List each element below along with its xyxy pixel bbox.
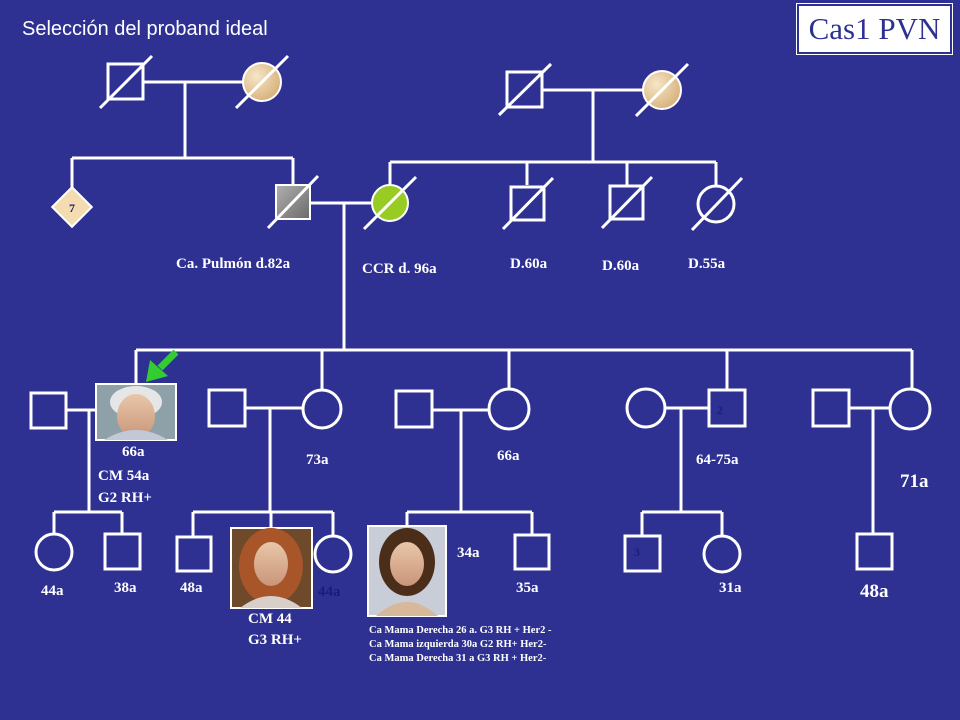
page-title: Selección del proband ideal — [22, 18, 268, 40]
grandchild-8-count: 3 — [634, 545, 640, 559]
grandchild-10 — [855, 532, 894, 571]
grandchild-7 — [513, 533, 551, 571]
label-grandchild-4-grade: G3 RH+ — [248, 632, 302, 648]
diamond-count: 7 — [69, 201, 75, 215]
label-sibling-4-age: 64-75a — [696, 452, 739, 468]
note-line-3: Ca Mama Derecha 31 a G3 RH + Her2- — [369, 653, 547, 664]
sibling-4-spouse — [625, 387, 667, 429]
sibling-2 — [301, 388, 343, 430]
label-grandchild-7-age: 35a — [516, 580, 539, 596]
label-sibling-5-age: 71a — [900, 471, 929, 492]
label-ccr: CCR d. 96a — [362, 261, 437, 277]
connection-lines — [52, 80, 914, 537]
label-proband-grade: G2 RH+ — [98, 490, 152, 506]
grandchild-8-group: 3 — [623, 534, 662, 573]
grandchild-5 — [313, 534, 353, 574]
sibling-3 — [487, 387, 531, 431]
sibling-4-count: 2 — [717, 403, 723, 417]
grandfather-maternal — [497, 62, 553, 117]
note-line-1: Ca Mama Derecha 26 a. G3 RH + Her2 - — [369, 625, 552, 636]
proband-arrow — [146, 349, 179, 382]
label-proband-cm: CM 54a — [98, 468, 150, 484]
grandmother-paternal — [234, 54, 290, 110]
maternal-uncle-1 — [501, 176, 555, 231]
proband-spouse — [29, 391, 68, 430]
label-grandchild-1-age: 44a — [41, 583, 64, 599]
grandchild-9 — [702, 534, 742, 574]
case-label: Cas1 PVN — [797, 4, 952, 54]
label-grandchild-3-age: 48a — [180, 580, 203, 596]
label-ca-pulmon: Ca. Pulmón d.82a — [176, 256, 291, 272]
label-grandchild-2-age: 38a — [114, 580, 137, 596]
sibling-2-spouse — [207, 388, 247, 428]
mother — [362, 175, 418, 231]
elderly-woman-photo — [95, 383, 177, 441]
red-haired-woman-photo — [230, 527, 313, 609]
maternal-aunt — [690, 176, 744, 232]
sibling-5-spouse — [811, 388, 851, 428]
sibling-3-spouse — [394, 389, 434, 429]
label-grandchild-10-age: 48a — [860, 581, 889, 602]
label-sibling-3-age: 66a — [497, 448, 520, 464]
diamond-group-paternal: 7 — [50, 185, 94, 229]
label-d60a-2: D.60a — [602, 258, 640, 274]
label-sibling-2-age: 73a — [306, 452, 329, 468]
grandmother-maternal — [634, 62, 690, 118]
sibling-4-group: 2 — [707, 388, 747, 428]
grandchild-3 — [175, 535, 213, 573]
label-grandchild-9-age: 31a — [719, 580, 742, 596]
sibling-5 — [888, 387, 932, 431]
father — [266, 174, 320, 230]
label-grandchild-4-cm: CM 44 — [248, 611, 292, 627]
label-proband-age: 66a — [122, 444, 145, 460]
label-grandchild-5-age: 44a — [318, 584, 341, 600]
label-d60a-1: D.60a — [510, 256, 548, 272]
grandchild-1 — [34, 532, 74, 572]
label-grandchild-6-age: 34a — [457, 545, 480, 561]
label-d55a: D.55a — [688, 256, 726, 272]
grandchild-2 — [103, 532, 142, 571]
young-woman-photo — [367, 525, 447, 617]
maternal-uncle-2 — [600, 175, 654, 230]
grandfather-paternal — [98, 54, 154, 110]
note-line-2: Ca Mama izquierda 30a G2 RH+ Her2- — [369, 639, 547, 650]
